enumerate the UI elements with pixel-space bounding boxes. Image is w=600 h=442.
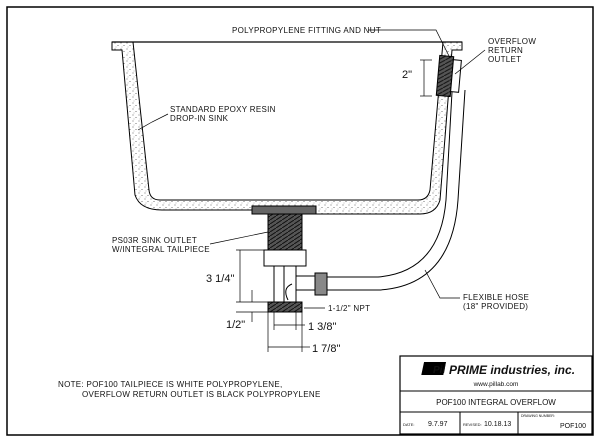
dimension-lines bbox=[236, 59, 432, 352]
leader-lines bbox=[137, 29, 486, 309]
drawing-number: POF100 bbox=[560, 423, 586, 430]
company-logo: Pii bbox=[433, 365, 445, 376]
company-name: PRIME industries, inc. bbox=[449, 363, 575, 377]
sink-outlet-tailpiece bbox=[251, 205, 328, 313]
dim-inner-width: 1 3/8" bbox=[308, 321, 336, 333]
label-hose-1: FLEXIBLE HOSE bbox=[463, 293, 529, 302]
label-overflow-2: RETURN bbox=[488, 46, 523, 55]
revised-value: 10.18.13 bbox=[484, 421, 511, 428]
note-line-2: OVERFLOW RETURN OUTLET IS BLACK POLYPROP… bbox=[82, 390, 321, 399]
label-hose-2: (18" PROVIDED) bbox=[463, 302, 528, 311]
date-label: DATE: bbox=[403, 422, 414, 427]
company-website: www.pillab.com bbox=[473, 381, 519, 388]
sink-inner-bowl bbox=[132, 41, 444, 201]
note-line-1: NOTE: POF100 TAILPIECE IS WHITE POLYPROP… bbox=[58, 380, 283, 389]
label-outlet-2: W/INTEGRAL TAILPIECE bbox=[112, 245, 210, 254]
dim-thread-height: 1/2" bbox=[226, 319, 245, 331]
label-sink-1: STANDARD EPOXY RESIN bbox=[170, 105, 276, 114]
label-npt: 1-1/2" NPT bbox=[328, 304, 370, 313]
drawing-title: POF100 INTEGRAL OVERFLOW bbox=[436, 398, 556, 407]
dim-tailpiece-height: 3 1/4" bbox=[206, 273, 234, 285]
dim-top: 2" bbox=[402, 69, 412, 81]
label-sink-2: DROP-IN SINK bbox=[170, 114, 229, 123]
title-block: Pii PRIME industries, inc. www.pillab.co… bbox=[399, 355, 593, 435]
dim-outer-width: 1 7/8" bbox=[312, 343, 340, 355]
drawing-number-label: DRAWING NUMBER: bbox=[521, 414, 555, 418]
label-overflow-3: OUTLET bbox=[488, 55, 521, 64]
label-outlet-1: PS03R SINK OUTLET bbox=[112, 236, 197, 245]
date-value: 9.7.97 bbox=[428, 421, 448, 428]
flexible-hose bbox=[325, 89, 466, 291]
overflow-return-outlet bbox=[435, 54, 462, 98]
revised-label: REVISED: bbox=[463, 422, 482, 427]
label-overflow-1: OVERFLOW bbox=[488, 37, 536, 46]
drawing-border bbox=[6, 6, 594, 436]
label-fitting: POLYPROPYLENE FITTING AND NUT bbox=[232, 26, 381, 35]
